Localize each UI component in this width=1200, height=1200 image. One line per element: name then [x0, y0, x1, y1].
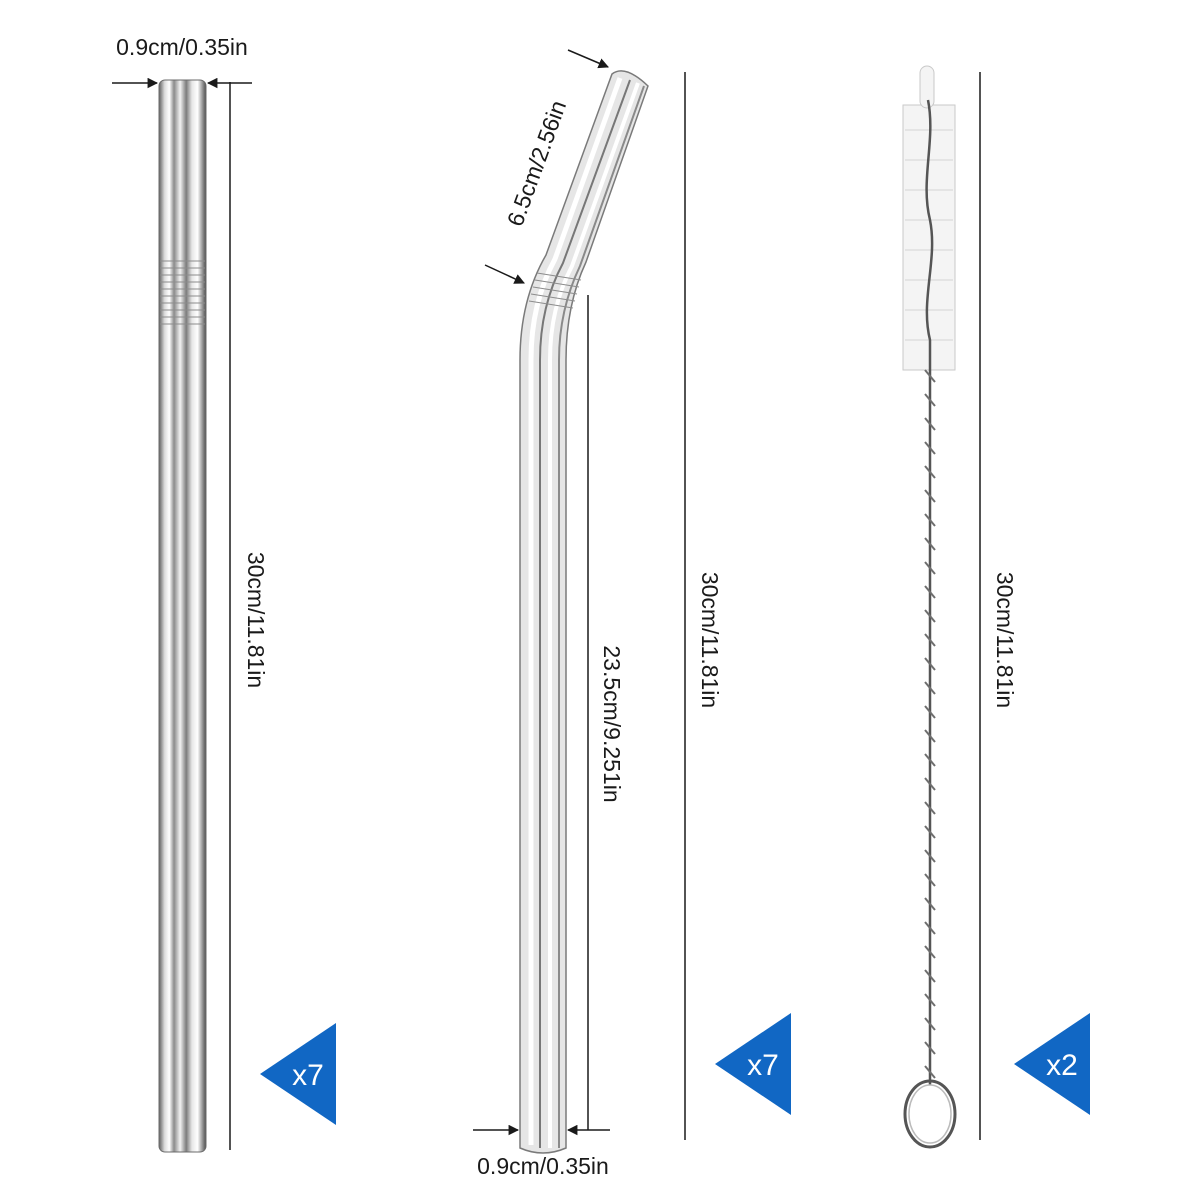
straight-diameter-dimension: 0.9cm/0.35in — [112, 34, 252, 89]
brush-wire-twist — [924, 369, 936, 1079]
straight-quantity-label: x7 — [292, 1059, 324, 1092]
brush-loop-handle — [903, 1079, 957, 1149]
straight-length-label: 30cm/11.81in — [243, 552, 269, 688]
bent-straw-rings — [528, 272, 582, 309]
badge-triangle — [260, 1023, 336, 1125]
bent-straw-highlight — [528, 77, 623, 1145]
brush-length-label: 30cm/11.81in — [992, 572, 1018, 708]
bent-lower-length-label: 23.5cm/9.251in — [599, 645, 625, 802]
straight-diameter-label: 0.9cm/0.35in — [116, 34, 248, 60]
straight-length-dimension: 30cm/11.81in — [229, 82, 269, 1150]
brush-tip — [919, 65, 935, 109]
brush-quantity-label: x2 — [1046, 1049, 1078, 1082]
brush-loop-handle-inner — [908, 1084, 952, 1144]
cleaning-brush — [902, 65, 957, 1149]
bend-arrow-top — [567, 49, 609, 69]
bent-length-label: 30cm/11.81in — [697, 572, 723, 708]
straight-straw — [158, 79, 207, 1153]
bent-diameter-dimension: 0.9cm/0.35in — [473, 1124, 610, 1179]
straight-straw-rings — [160, 260, 205, 325]
bend-arrow-bottom — [484, 264, 525, 284]
bent-straw-shade — [539, 79, 631, 1148]
bent-quantity-label: x7 — [747, 1049, 779, 1082]
badge-triangle — [1014, 1013, 1090, 1115]
brush-length-dimension: 30cm/11.81in — [979, 72, 1018, 1140]
bent-straw — [519, 70, 649, 1154]
bent-straw-shade-2 — [558, 85, 645, 1148]
bend-length-label: 6.5cm/2.56in — [502, 97, 571, 230]
brush-wire-core — [925, 99, 934, 1085]
bent-diameter-label: 0.9cm/0.35in — [477, 1153, 609, 1179]
brush-quantity-badge: x2 — [1014, 1013, 1090, 1115]
bent-quantity-badge: x7 — [715, 1013, 791, 1115]
bent-straw-highlight-2 — [548, 82, 640, 1148]
badge-triangle — [715, 1013, 791, 1115]
bent-length-dimension: 30cm/11.81in — [684, 72, 723, 1140]
bent-lower-dimension: 23.5cm/9.251in — [587, 295, 625, 1130]
straight-quantity-badge: x7 — [260, 1023, 336, 1125]
